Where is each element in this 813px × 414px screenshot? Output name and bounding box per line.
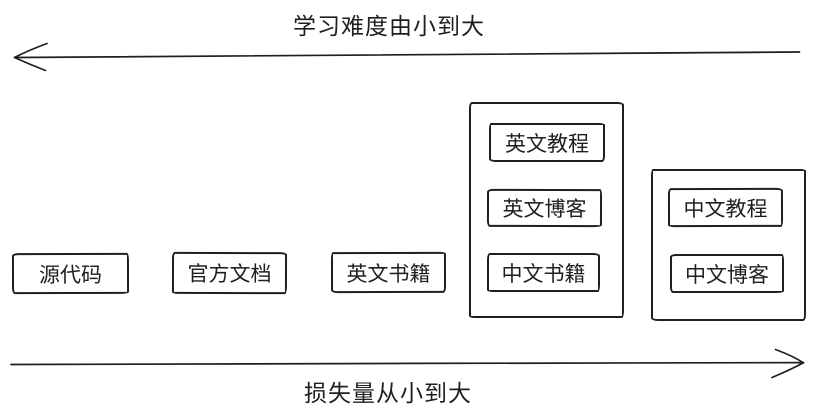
group-chinese-resources: 中文教程 中文博客 xyxy=(651,169,806,321)
arrow-left-icon xyxy=(13,42,801,72)
node-source-code-label: 源代码 xyxy=(38,263,103,287)
bottom-axis-label: 损失量从小到大 xyxy=(304,380,472,406)
group-english-and-chinese-books: 英文教程 英文博客 中文书籍 xyxy=(469,102,624,318)
node-official-docs-label: 官方文档 xyxy=(187,262,272,287)
node-english-blogs: 英文博客 xyxy=(486,188,603,228)
node-english-tutorials-label: 英文教程 xyxy=(505,132,589,156)
node-official-docs: 官方文档 xyxy=(171,251,288,295)
node-chinese-blogs-label: 中文博客 xyxy=(685,263,769,287)
node-chinese-blogs: 中文博客 xyxy=(670,254,784,293)
arrow-right-icon xyxy=(10,348,805,379)
node-english-books: 英文书籍 xyxy=(330,251,447,294)
node-source-code: 源代码 xyxy=(11,252,130,295)
top-axis-label: 学习难度由小到大 xyxy=(293,13,485,39)
node-chinese-tutorials: 中文教程 xyxy=(667,187,784,228)
node-chinese-tutorials-label: 中文教程 xyxy=(683,197,768,221)
node-chinese-books: 中文书籍 xyxy=(487,253,600,292)
node-chinese-books-label: 中文书籍 xyxy=(501,262,586,286)
node-english-tutorials: 英文教程 xyxy=(489,123,605,162)
node-english-blogs-label: 英文博客 xyxy=(502,197,587,222)
node-english-books-label: 英文书籍 xyxy=(346,262,431,286)
